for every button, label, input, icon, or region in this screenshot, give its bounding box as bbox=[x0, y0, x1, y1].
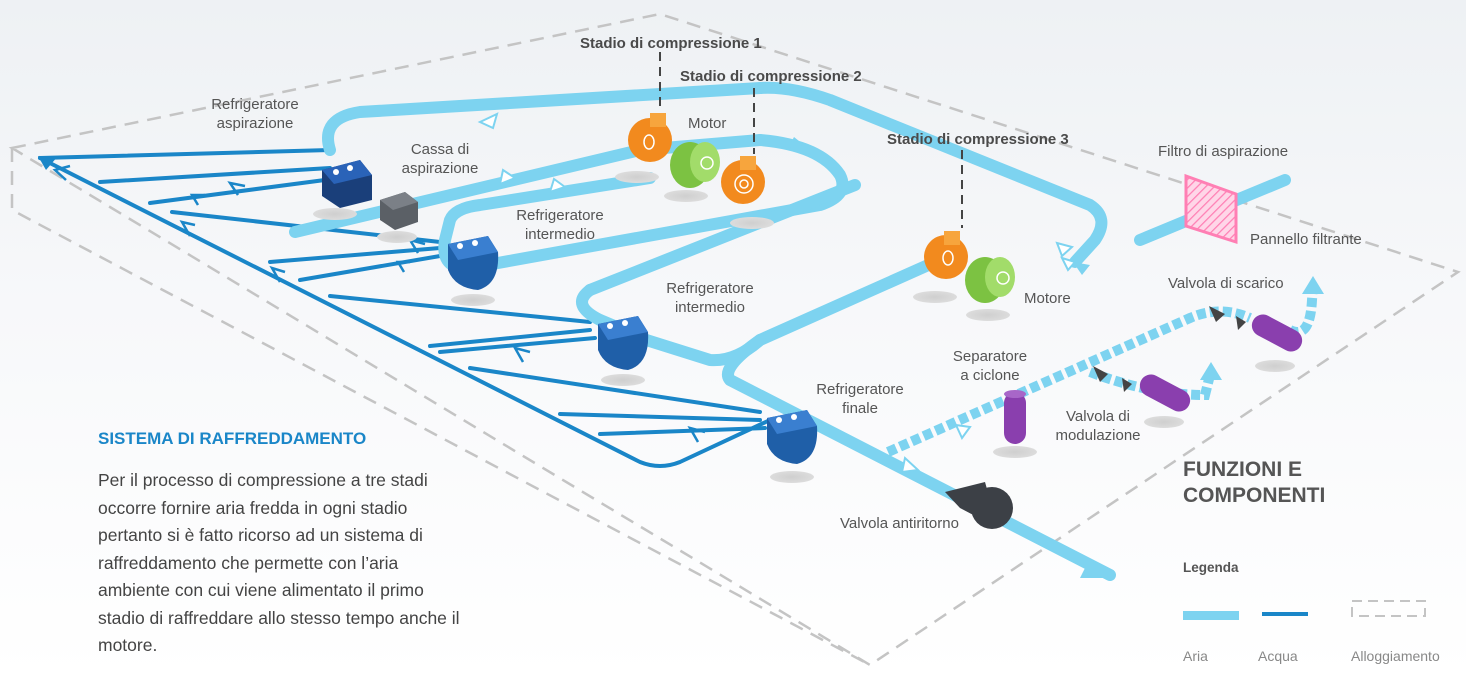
motor-bottom bbox=[965, 257, 1015, 303]
legend-air-swatch bbox=[1183, 611, 1239, 620]
intercooler-1-label: Refrigeratore intermedio bbox=[516, 207, 604, 243]
aftercooler bbox=[767, 410, 818, 464]
intercooler-1 bbox=[448, 236, 499, 290]
legend-water-label: Acqua bbox=[1258, 648, 1298, 664]
legend-title: Legenda bbox=[1183, 560, 1239, 575]
intake-cooler-label: Refrigeratore aspirazione bbox=[211, 96, 299, 132]
legend-water-swatch bbox=[1262, 612, 1308, 616]
legend-housing-label: Alloggiamento bbox=[1351, 648, 1440, 664]
functions-title: FUNZIONI E COMPONENTI bbox=[1183, 458, 1326, 507]
intake-box-label: Cassa di aspirazione bbox=[401, 141, 479, 177]
blowoff-valve bbox=[1209, 306, 1303, 352]
air-arrows bbox=[477, 112, 1077, 474]
intake-filter-panel bbox=[1184, 173, 1238, 245]
compressor-stage3 bbox=[924, 231, 968, 279]
check-valve-label: Valvola antiritorno bbox=[840, 515, 959, 532]
intake-cooler bbox=[322, 160, 372, 208]
motor-bottom-label: Motore bbox=[1024, 290, 1071, 307]
component-shadows bbox=[313, 171, 1295, 483]
intake-box bbox=[380, 192, 418, 230]
compressor-stage2 bbox=[721, 156, 765, 204]
legend-swatches bbox=[1183, 600, 1426, 620]
blowoff-valve-label: Valvola di scarico bbox=[1168, 275, 1284, 292]
check-valve bbox=[945, 482, 1013, 529]
filter-panel-label: Pannello filtrante bbox=[1250, 231, 1362, 248]
intake-filter-label: Filtro di aspirazione bbox=[1158, 143, 1289, 160]
stage-1-label: Stadio di compressione 1 bbox=[580, 35, 762, 52]
stage-3-label: Stadio di compressione 3 bbox=[887, 131, 1069, 148]
stage-leader-lines bbox=[659, 52, 963, 228]
modulation-valve bbox=[1093, 366, 1191, 412]
cooling-system-title: SISTEMA DI RAFFREDDAMENTO bbox=[98, 429, 367, 448]
legend-housing-swatch bbox=[1351, 600, 1426, 617]
flow-end-arrows bbox=[788, 137, 1324, 578]
motor-top-label: Motor bbox=[688, 115, 727, 132]
legend-air-label: Aria bbox=[1183, 648, 1208, 664]
water-end-arrows bbox=[38, 156, 58, 170]
cyclone-separator bbox=[1004, 390, 1026, 444]
water-arrows bbox=[52, 164, 706, 443]
aftercooler-label: Refrigeratore finale bbox=[816, 381, 904, 417]
housing-outline bbox=[8, 12, 1461, 667]
modulation-valve-label: Valvola di modulazione bbox=[1055, 408, 1141, 444]
intercooler-2-label: Refrigeratore intermedio bbox=[666, 280, 754, 316]
compressor-stage1 bbox=[628, 113, 672, 162]
intercooler-2 bbox=[598, 316, 649, 370]
cyclone-separator-label: Separatore a ciclone bbox=[952, 348, 1028, 384]
cooling-system-text: Per il processo di compressione a tre st… bbox=[98, 470, 460, 655]
motor-top bbox=[670, 142, 720, 188]
stage-2-label: Stadio di compressione 2 bbox=[680, 68, 862, 85]
